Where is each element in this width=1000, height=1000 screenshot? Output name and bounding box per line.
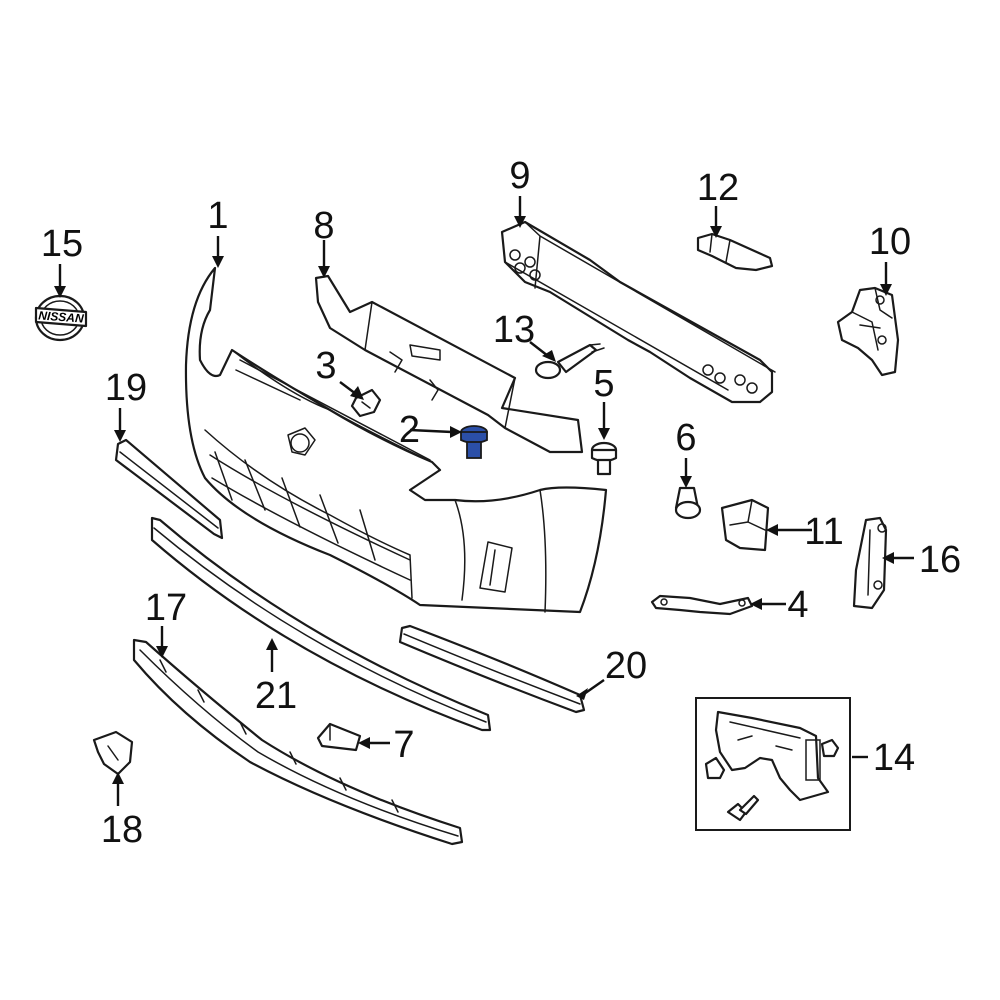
- part-21-lower-strip[interactable]: [150, 516, 492, 732]
- callout-2: 2: [399, 409, 420, 451]
- callout-16: 16: [919, 539, 961, 581]
- callout-1: 1: [207, 195, 228, 237]
- callout-20: 20: [605, 645, 647, 687]
- emblem-logo-text: NISSAN: [38, 308, 85, 325]
- callout-10: 10: [869, 221, 911, 263]
- part-14-license-plate-bracket-kit[interactable]: [695, 697, 851, 831]
- callout-18: 18: [101, 809, 143, 851]
- arrowheads: [54, 216, 894, 784]
- part-12-bracket[interactable]: [696, 232, 774, 272]
- part-1-bumper-cover[interactable]: [184, 266, 608, 614]
- callout-7: 7: [393, 724, 414, 766]
- callout-17: 17: [145, 587, 187, 629]
- part-20-trim-strip[interactable]: [398, 624, 586, 714]
- callout-5: 5: [593, 363, 614, 405]
- part-16-side-reflector[interactable]: [852, 516, 888, 610]
- callout-11: 11: [804, 511, 843, 553]
- part-9-reinforcement-bar[interactable]: [500, 220, 776, 404]
- callout-12: 12: [697, 167, 739, 209]
- part-7-clip[interactable]: [316, 722, 362, 752]
- callout-labels: 1 2 3 4 5 6 7 8 9 10 11 12 13 14 15 16 1…: [41, 155, 961, 851]
- part-18-bracket[interactable]: [92, 730, 134, 776]
- part-19-trim-strip[interactable]: [114, 438, 224, 540]
- part-8-energy-absorber[interactable]: [314, 274, 584, 454]
- part-5-clip[interactable]: [590, 441, 618, 476]
- callout-9: 9: [509, 155, 530, 197]
- callout-15: 15: [41, 223, 83, 265]
- callout-6: 6: [675, 417, 696, 459]
- leader-lines: [58, 196, 914, 806]
- part-6-grommet[interactable]: [674, 486, 702, 520]
- part-13-tow-hook[interactable]: [534, 343, 605, 380]
- callout-3: 3: [315, 345, 336, 387]
- callout-13: 13: [493, 309, 535, 351]
- part-2-bolt[interactable]: [460, 425, 488, 459]
- part-10-side-bracket[interactable]: [836, 286, 900, 377]
- callout-4: 4: [787, 584, 808, 626]
- part-17-lower-spoiler[interactable]: [132, 638, 464, 846]
- part-11-bracket[interactable]: [720, 498, 770, 552]
- callout-19: 19: [105, 367, 147, 409]
- part-15-emblem[interactable]: NISSAN: [34, 294, 88, 342]
- callout-8: 8: [313, 205, 334, 247]
- callout-21: 21: [255, 675, 297, 717]
- part-4-bracket[interactable]: [650, 594, 754, 616]
- callout-14: 14: [873, 737, 915, 779]
